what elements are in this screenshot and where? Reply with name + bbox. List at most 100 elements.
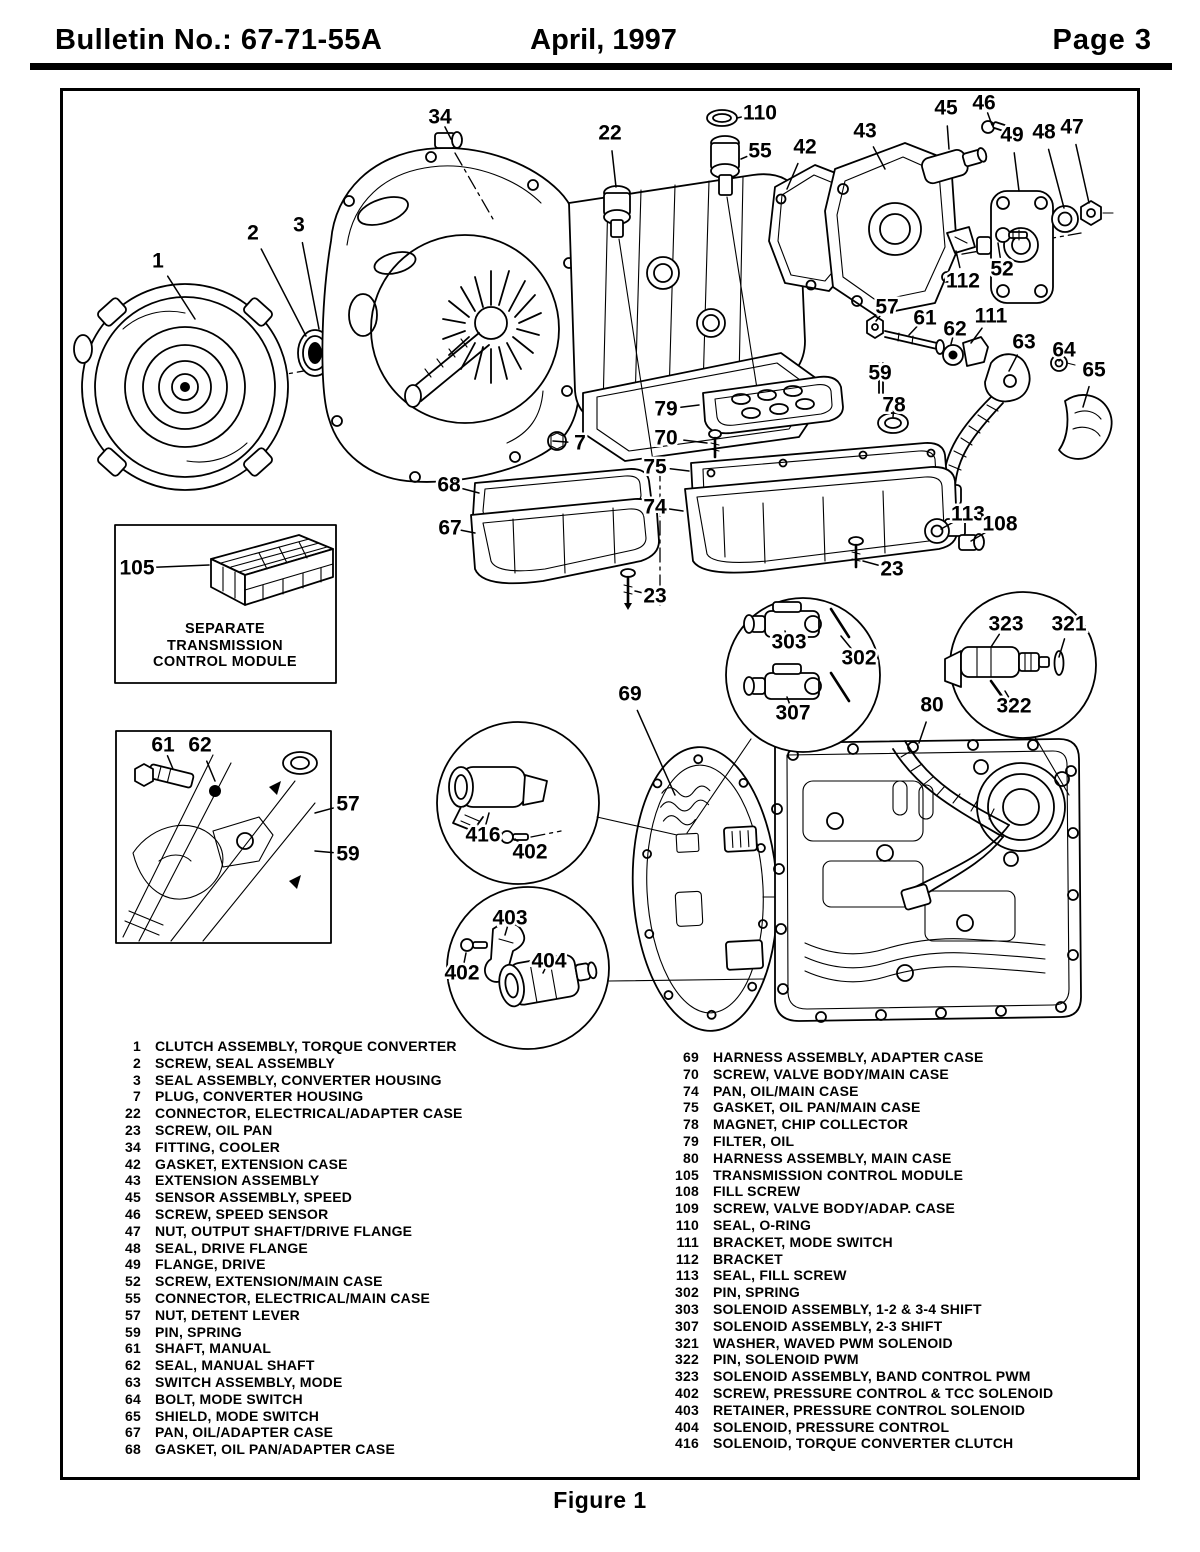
- part-description: SCREW, VALVE BODY/MAIN CASE: [713, 1065, 949, 1082]
- drive-flange-seal-drawing: [1051, 205, 1079, 233]
- oil-filter-drawing: [702, 375, 844, 435]
- callout-leader-59: [879, 374, 882, 378]
- centerline: [190, 232, 1082, 392]
- part-number: 109: [675, 1200, 699, 1217]
- part-description: SCREW, PRESSURE CONTROL & TCC SOLENOID: [713, 1384, 1054, 1401]
- callout-leader-79: [680, 404, 700, 408]
- callout-402: 402: [444, 962, 479, 985]
- callout-leader-75: [669, 468, 690, 472]
- part-description: SOLENOID, PRESSURE CONTROL: [713, 1418, 950, 1435]
- callout-leader-402: [514, 838, 524, 847]
- part-description: PAN, OIL/ADAPTER CASE: [155, 1424, 334, 1441]
- callout-leader-303: [784, 630, 788, 638]
- header-rule: [30, 63, 1172, 70]
- input-spline-starburst: [442, 270, 542, 384]
- callout-74: 74: [643, 496, 667, 519]
- part-number: 23: [125, 1121, 141, 1138]
- callout-leader-416: [484, 812, 490, 826]
- part-number: 402: [675, 1384, 699, 1401]
- converter-housing-drawing: [321, 147, 580, 483]
- callout-leader-321: [1058, 638, 1066, 658]
- part-number: 403: [675, 1401, 699, 1418]
- callout-62: 62: [943, 318, 966, 341]
- part-number: 302: [675, 1284, 699, 1301]
- callout-leader-2: [260, 248, 307, 337]
- part-number: 323: [675, 1368, 699, 1385]
- callout-leader-70: [683, 439, 708, 444]
- callout-110: 110: [743, 102, 777, 125]
- callout-leader-74: [666, 508, 684, 512]
- callout-leader-55: [740, 153, 753, 160]
- tcm-caption-line2: TRANSMISSION: [167, 637, 283, 654]
- callout-323: 323: [988, 613, 1023, 636]
- callout-leader-113: [940, 520, 957, 530]
- part-number: 43: [125, 1172, 141, 1189]
- callout-65: 65: [1082, 359, 1106, 382]
- callout-111: 111: [975, 305, 1008, 328]
- callout-61: 61: [151, 734, 175, 757]
- tcm-caption: SEPARATE TRANSMISSION CONTROL MODULE: [141, 621, 309, 671]
- callout-leader-62: [950, 335, 954, 345]
- part-number: 61: [125, 1340, 141, 1357]
- callout-leader-108: [970, 530, 988, 542]
- part-number: 74: [683, 1082, 699, 1099]
- callout-80: 80: [920, 694, 943, 717]
- callout-52: 52: [990, 258, 1013, 281]
- part-description: SWITCH ASSEMBLY, MODE: [155, 1373, 343, 1390]
- part-number: 112: [675, 1250, 699, 1267]
- callout-leader-57: [875, 312, 883, 322]
- part-number: 70: [683, 1065, 699, 1082]
- callout-23: 23: [643, 585, 666, 608]
- part-description: SEAL ASSEMBLY, CONVERTER HOUSING: [155, 1071, 442, 1088]
- callout-leader-65: [1082, 385, 1090, 408]
- callout-leader-63: [1008, 354, 1018, 372]
- callout-23: 23: [880, 558, 903, 581]
- callout-47: 47: [1060, 116, 1083, 139]
- part-description: NUT, OUTPUT SHAFT/DRIVE FLANGE: [155, 1222, 413, 1239]
- part-description: FILTER, OIL: [713, 1132, 795, 1149]
- part-number: 105: [675, 1166, 699, 1183]
- callout-46: 46: [972, 92, 995, 115]
- part-number: 46: [125, 1205, 141, 1222]
- callout-42: 42: [793, 136, 816, 159]
- callout-leader-7: [552, 440, 569, 443]
- callout-3: 3: [293, 214, 305, 237]
- callout-43: 43: [853, 120, 876, 143]
- callout-leader-22: [611, 150, 617, 188]
- cooler-fitting-drawing: [434, 131, 494, 220]
- part-number: 80: [683, 1149, 699, 1166]
- callout-64: 64: [1052, 339, 1076, 362]
- callout-leader-307: [786, 696, 792, 707]
- part-description: PAN, OIL/MAIN CASE: [713, 1082, 859, 1099]
- part-number: 57: [125, 1306, 141, 1323]
- bulletin-date: April, 1997: [530, 24, 677, 56]
- tcc-solenoid-detail-circle: [436, 721, 678, 885]
- part-description: NUT, DETENT LEVER: [155, 1306, 300, 1323]
- callout-leader-80: [918, 721, 927, 744]
- part-description: PIN, SPRING: [713, 1284, 800, 1301]
- callout-22: 22: [598, 122, 621, 145]
- part-number: 64: [125, 1390, 141, 1407]
- bulletin-number: Bulletin No.: 67-71-55A: [55, 24, 383, 56]
- part-description: WASHER, WAVED PWM SOLENOID: [713, 1334, 953, 1351]
- callout-leader-110: [736, 114, 751, 119]
- extension-gasket-drawing: [768, 164, 856, 292]
- callout-leader-78: [892, 409, 895, 418]
- main-connector-drawing: [706, 109, 764, 428]
- housing-plug-drawing: [547, 431, 567, 451]
